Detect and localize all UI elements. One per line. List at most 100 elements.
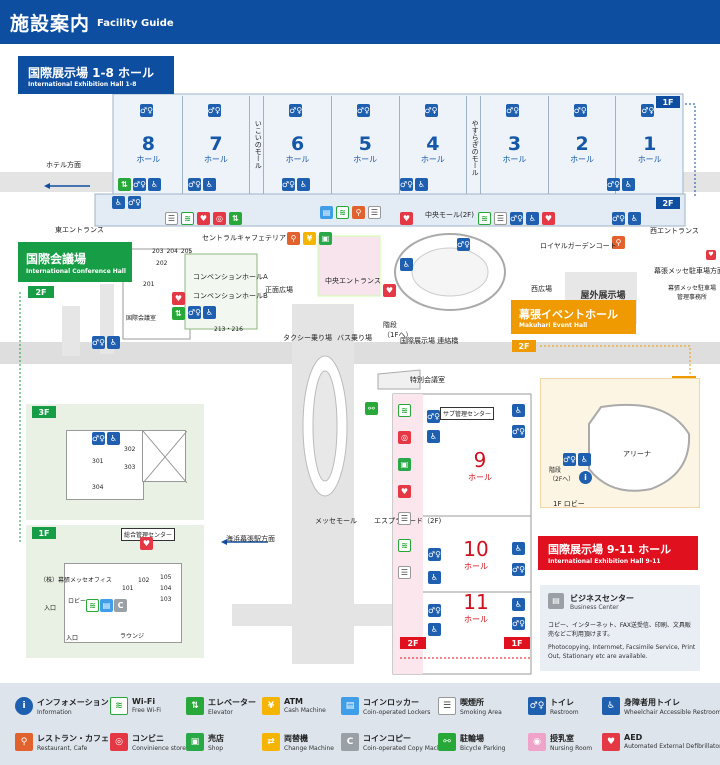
- wifi-icon[interactable]: ≋: [181, 212, 194, 225]
- wifi-icon[interactable]: ≋: [86, 599, 99, 612]
- halls-1-8-banner[interactable]: 国際展示場 1-8 ホール International Exhibition H…: [18, 56, 174, 94]
- convenience-icon[interactable]: ◎: [213, 212, 226, 225]
- smoking-icon[interactable]: ☰: [494, 212, 507, 225]
- special-meeting-label[interactable]: 特別会議室: [410, 376, 445, 384]
- accessible-restroom-icon[interactable]: ♿: [428, 571, 441, 584]
- room-301[interactable]: 301: [92, 458, 104, 465]
- room-202[interactable]: 202: [156, 260, 168, 267]
- restroom-icon[interactable]: ♂♀: [428, 604, 441, 617]
- room-302[interactable]: 302: [124, 446, 136, 453]
- bicycle-icon[interactable]: ⚯: [365, 402, 378, 415]
- locker-icon[interactable]: ▤: [100, 599, 113, 612]
- accessible-restroom-icon[interactable]: ♿: [107, 336, 120, 349]
- room-203[interactable]: 203: [152, 248, 164, 255]
- restroom-icon[interactable]: ♂♀: [188, 306, 201, 319]
- smoking-icon[interactable]: ☰: [368, 206, 381, 219]
- room-201[interactable]: 201: [143, 281, 155, 288]
- lounge-label[interactable]: ラウンジ: [120, 633, 145, 640]
- outdoor-exhibition-label[interactable]: 屋外展示場: [580, 290, 626, 301]
- accessible-restroom-icon[interactable]: ♿: [428, 623, 441, 636]
- locker-icon[interactable]: ▤: [320, 206, 333, 219]
- accessible-restroom-icon[interactable]: ♿: [427, 430, 440, 443]
- restroom-icon[interactable]: ♂♀: [282, 178, 295, 191]
- convenience-icon[interactable]: ◎: [398, 431, 411, 444]
- restroom-icon[interactable]: ♂♀: [92, 336, 105, 349]
- event-hall-banner[interactable]: 幕張イベントホール Makuhari Event Hall: [511, 300, 636, 334]
- aed-icon[interactable]: ♥: [172, 292, 185, 305]
- wifi-icon[interactable]: ≋: [336, 206, 349, 219]
- restroom-icon[interactable]: ♂♀: [563, 453, 576, 466]
- room-104[interactable]: 104: [160, 585, 172, 592]
- accessible-restroom-icon[interactable]: ♿: [107, 432, 120, 445]
- hall-1[interactable]: ♂♀ 1 ホール: [616, 96, 683, 194]
- aed-icon[interactable]: ♥: [542, 212, 555, 225]
- room-103[interactable]: 103: [160, 596, 172, 603]
- restroom-icon[interactable]: ♂♀: [188, 178, 201, 191]
- room-205[interactable]: 205: [180, 248, 193, 255]
- halls-9-11-banner[interactable]: 国際展示場 9-11 ホール International Exhibition …: [538, 536, 698, 570]
- hall-5[interactable]: ♂♀ 5 ホール: [332, 96, 400, 194]
- aed-icon[interactable]: ♥: [383, 284, 396, 297]
- sub-center-label[interactable]: サブ管理センター: [440, 407, 495, 420]
- copy-icon[interactable]: C: [114, 599, 127, 612]
- hall-10[interactable]: 10 ホール: [423, 537, 529, 572]
- accessible-restroom-icon[interactable]: ♿: [112, 196, 125, 209]
- elevator-icon[interactable]: ⇅: [172, 307, 185, 320]
- hall-2[interactable]: ♂♀ 2 ホール: [549, 96, 617, 194]
- accessible-restroom-icon[interactable]: ♿: [415, 178, 428, 191]
- accessible-restroom-icon[interactable]: ♿: [628, 212, 641, 225]
- room-102[interactable]: 102: [138, 577, 150, 584]
- hall-3[interactable]: ♂♀ 3 ホール: [481, 96, 549, 194]
- shop-icon[interactable]: ▣: [398, 458, 411, 471]
- restroom-icon[interactable]: ♂♀: [510, 212, 523, 225]
- office-label[interactable]: （株）幕張メッセオフィス: [40, 577, 112, 584]
- room-101[interactable]: 101: [122, 585, 134, 592]
- meeting-room[interactable]: 国際会議室: [126, 315, 157, 322]
- accessible-restroom-icon[interactable]: ♿: [297, 178, 310, 191]
- accessible-restroom-icon[interactable]: ♿: [148, 178, 161, 191]
- conference-hall-banner[interactable]: 国際会議場 International Conference Hall: [18, 242, 132, 282]
- accessible-restroom-icon[interactable]: ♿: [203, 178, 216, 191]
- wifi-icon[interactable]: ≋: [398, 539, 411, 552]
- cafe-icon[interactable]: ⚲: [287, 232, 300, 245]
- aed-icon[interactable]: ♥: [197, 212, 210, 225]
- elevator-icon[interactable]: ⇅: [229, 212, 242, 225]
- convention-hall-a[interactable]: コンベンションホールA: [193, 273, 268, 281]
- room-105[interactable]: 105: [160, 574, 172, 581]
- hall-7[interactable]: ♂♀ 7 ホール: [183, 96, 251, 194]
- hall-8[interactable]: ♂♀ 8 ホール: [115, 96, 183, 194]
- accessible-restroom-icon[interactable]: ♿: [400, 258, 413, 271]
- rooms-213-216[interactable]: 213・216: [214, 326, 243, 333]
- cafe-icon[interactable]: ⚲: [612, 236, 625, 249]
- accessible-restroom-icon[interactable]: ♿: [512, 598, 525, 611]
- hall-11[interactable]: 11 ホール: [423, 590, 529, 625]
- aed-icon[interactable]: ♥: [140, 537, 153, 550]
- smoking-icon[interactable]: ☰: [398, 512, 411, 525]
- restroom-icon[interactable]: ♂♀: [607, 178, 620, 191]
- accessible-restroom-icon[interactable]: ♿: [512, 404, 525, 417]
- aed-icon[interactable]: ♥: [398, 485, 411, 498]
- hall-6[interactable]: ♂♀ 6 ホール: [264, 96, 332, 194]
- smoking-icon[interactable]: ☰: [165, 212, 178, 225]
- accessible-restroom-icon[interactable]: ♿: [622, 178, 635, 191]
- accessible-restroom-icon[interactable]: ♿: [578, 453, 591, 466]
- atm-icon[interactable]: ¥: [303, 232, 316, 245]
- accessible-restroom-icon[interactable]: ♿: [203, 306, 216, 319]
- hall-9[interactable]: 9 ホール: [425, 448, 535, 483]
- room-303[interactable]: 303: [124, 464, 136, 471]
- accessible-restroom-icon[interactable]: ♿: [512, 542, 525, 555]
- restroom-icon[interactable]: ♂♀: [457, 238, 470, 251]
- restroom-icon[interactable]: ♂♀: [612, 212, 625, 225]
- restroom-icon[interactable]: ♂♀: [128, 196, 141, 209]
- accessible-restroom-icon[interactable]: ♿: [526, 212, 539, 225]
- wifi-icon[interactable]: ≋: [398, 404, 411, 417]
- elevator-icon[interactable]: ⇅: [118, 178, 131, 191]
- restroom-icon[interactable]: ♂♀: [400, 178, 413, 191]
- convention-hall-b[interactable]: コンベンションホールB: [193, 292, 268, 300]
- aed-icon[interactable]: ♥: [400, 212, 413, 225]
- info-icon[interactable]: i: [579, 471, 592, 484]
- business-center-panel[interactable]: ▤ ビジネスセンター Business Center コピー、インターネット、F…: [540, 585, 700, 671]
- restroom-icon[interactable]: ♂♀: [133, 178, 146, 191]
- restroom-icon[interactable]: ♂♀: [427, 410, 440, 423]
- lobby-label[interactable]: ロビー: [68, 598, 87, 605]
